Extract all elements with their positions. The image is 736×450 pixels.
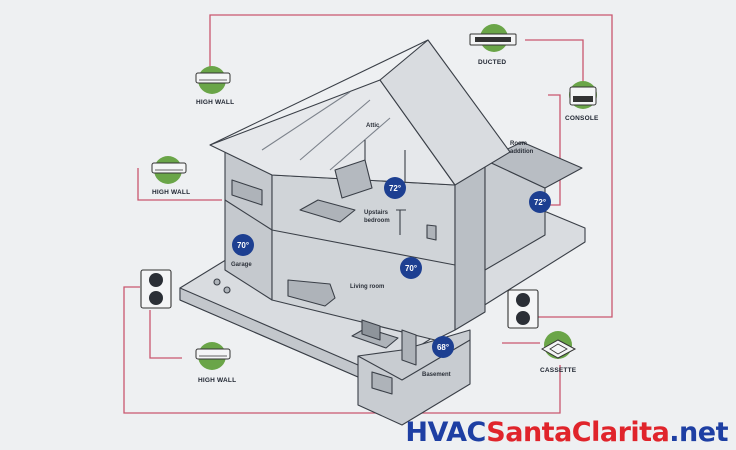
cassette-unit: CASSETTE — [540, 331, 577, 374]
high-wall-unit-bottom: HIGH WALL — [195, 342, 236, 384]
room-label-addition-2: addition — [510, 149, 534, 155]
house-illustration — [179, 39, 586, 426]
cassette-label: CASSETTE — [540, 367, 577, 374]
room-label-basement: Basement — [422, 372, 451, 378]
console-unit: CONSOLE — [565, 81, 599, 122]
connector-lines — [123, 14, 613, 414]
room-label-upstairs-2: bedroom — [364, 218, 390, 224]
outdoor-condenser-icon — [507, 289, 539, 329]
room-label-attic: Attic — [366, 123, 380, 129]
brand-part-3: .net — [669, 417, 728, 448]
temp-badge-basement: 68° — [432, 336, 454, 358]
ducted-label: DUCTED — [478, 59, 506, 66]
brand-watermark: HVACSantaClarita.net — [405, 417, 728, 448]
high-wall-label-left: HIGH WALL — [152, 189, 190, 196]
high-wall-label-bottom: HIGH WALL — [198, 377, 236, 384]
temp-badge-garage: 70° — [232, 234, 254, 256]
temp-badge-room-addition: 72° — [529, 191, 551, 213]
outdoor-condenser-right — [507, 289, 539, 329]
svg-text:70°: 70° — [237, 241, 249, 250]
svg-text:70°: 70° — [405, 264, 417, 273]
temp-badge-upstairs: 72° — [384, 177, 406, 199]
room-label-addition-1: Room — [510, 141, 527, 147]
brand-part-2: SantaClarita — [486, 417, 670, 448]
svg-text:68°: 68° — [437, 343, 449, 352]
room-label-living: Living room — [350, 284, 384, 290]
outdoor-condenser-left — [140, 269, 172, 309]
outdoor-condenser-icon — [140, 269, 172, 309]
temp-badge-living-room: 70° — [400, 257, 422, 279]
brand-part-1: HVAC — [405, 417, 487, 448]
svg-text:72°: 72° — [389, 184, 401, 193]
high-wall-unit-top: HIGH WALL — [195, 66, 234, 106]
svg-text:72°: 72° — [534, 198, 546, 207]
high-wall-label-top: HIGH WALL — [196, 99, 234, 106]
console-label: CONSOLE — [565, 115, 599, 122]
high-wall-unit-left: HIGH WALL — [151, 156, 190, 196]
room-label-garage: Garage — [231, 262, 252, 268]
ducted-unit: DUCTED — [469, 24, 517, 66]
room-label-upstairs-1: Upstairs — [364, 210, 389, 216]
